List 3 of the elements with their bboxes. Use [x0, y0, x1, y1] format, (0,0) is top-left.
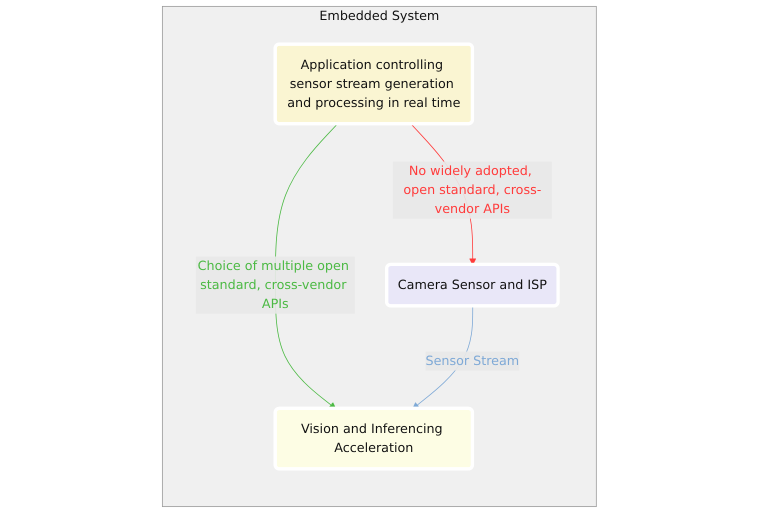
edge-label: Sensor Stream	[425, 353, 519, 368]
edge-label: Choice of multiple open standard, cross-vendor APIs	[197, 258, 349, 312]
edge-label: No widely adopted, open standard, cross-vendor APIs	[403, 163, 541, 216]
